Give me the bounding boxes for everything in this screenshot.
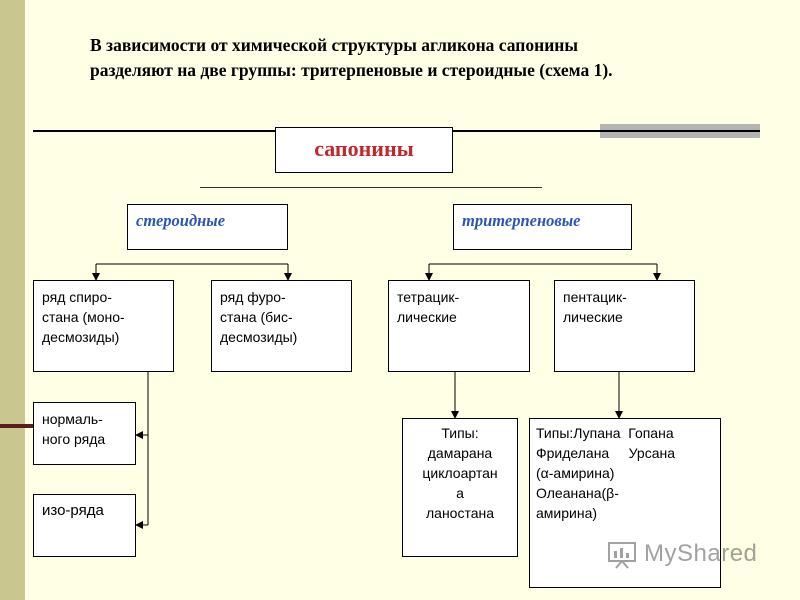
node-text-line: стана (бис- <box>220 309 293 325</box>
header-rule-right <box>453 130 760 132</box>
node-iso-series: изо-ряда <box>33 494 136 557</box>
node-text-line: (α-амирина) <box>536 465 615 481</box>
heading-line-1: В зависимости от химической структуры аг… <box>90 35 579 55</box>
node-text-line: амирина) <box>536 505 598 521</box>
node-text-line: нормаль- <box>42 411 103 427</box>
node-text-line: дамарана <box>427 445 493 461</box>
node-text-line: Типы:Лупана Гопана <box>536 425 674 441</box>
node-text-line: Олеанана(β- <box>536 485 619 501</box>
node-text-line: пентацик- <box>563 289 627 305</box>
node-text-line: Фриделана Урсана <box>536 445 676 461</box>
header-rule-left <box>33 130 278 132</box>
node-text-line: тетрацик- <box>397 289 460 305</box>
node-text-line: десмозиды) <box>42 329 120 345</box>
group-node-triterpene: тритерпеновые <box>453 204 632 250</box>
presentation-board-icon <box>608 542 636 569</box>
triterpene-branch-connector <box>425 263 661 281</box>
group-node-label: стероидные <box>136 211 226 230</box>
node-text-line: лические <box>563 309 623 325</box>
spirostan-subtype-connector <box>135 372 149 529</box>
group-node-steroid: стероидные <box>127 204 288 250</box>
node-spirostan-series: ряд спиро- стана (моно- десмозиды) <box>33 280 174 372</box>
node-tetracyclic-types: Типы: дамарана циклоартан а ланостана <box>402 418 518 557</box>
node-text-line: стана (моно- <box>42 309 125 325</box>
node-tetracyclic: тетрацик- лические <box>388 280 530 372</box>
node-furostan-series: ряд фуро- стана (бис- десмозиды) <box>211 280 352 372</box>
root-node-saponins: сапонины <box>275 127 453 173</box>
steroid-branch-connector <box>92 263 292 281</box>
group-node-label: тритерпеновые <box>462 211 581 230</box>
node-text-line: десмозиды) <box>220 329 298 345</box>
node-text-line: лические <box>397 309 457 325</box>
decorative-sidebar <box>0 0 25 600</box>
slide-heading: В зависимости от химической структуры аг… <box>90 33 750 83</box>
node-normal-series: нормаль- ного ряда <box>33 402 136 465</box>
node-text-line: ряд спиро- <box>42 289 112 305</box>
node-text-line: ного ряда <box>42 431 106 447</box>
node-text-line: а <box>456 485 464 501</box>
node-pentacyclic: пентацик- лические <box>554 280 695 372</box>
root-underline <box>200 187 542 188</box>
node-text-line: изо-ряда <box>42 502 104 519</box>
node-pentacyclic-types: Типы:Лупана Гопана Фриделана Урсана (α-а… <box>529 418 721 588</box>
decorative-sidebar-tick <box>0 424 33 428</box>
node-text-line: ланостана <box>425 505 495 521</box>
node-text-line: Типы: <box>441 425 479 441</box>
node-text-line: ряд фуро- <box>220 289 286 305</box>
watermark: MyShared <box>606 538 757 570</box>
node-text-line: циклоартан <box>422 465 498 481</box>
watermark-text: MyShared <box>644 540 758 567</box>
root-node-label: сапонины <box>314 136 414 161</box>
heading-line-2: разделяют на две группы: тритерпеновые и… <box>90 60 613 80</box>
